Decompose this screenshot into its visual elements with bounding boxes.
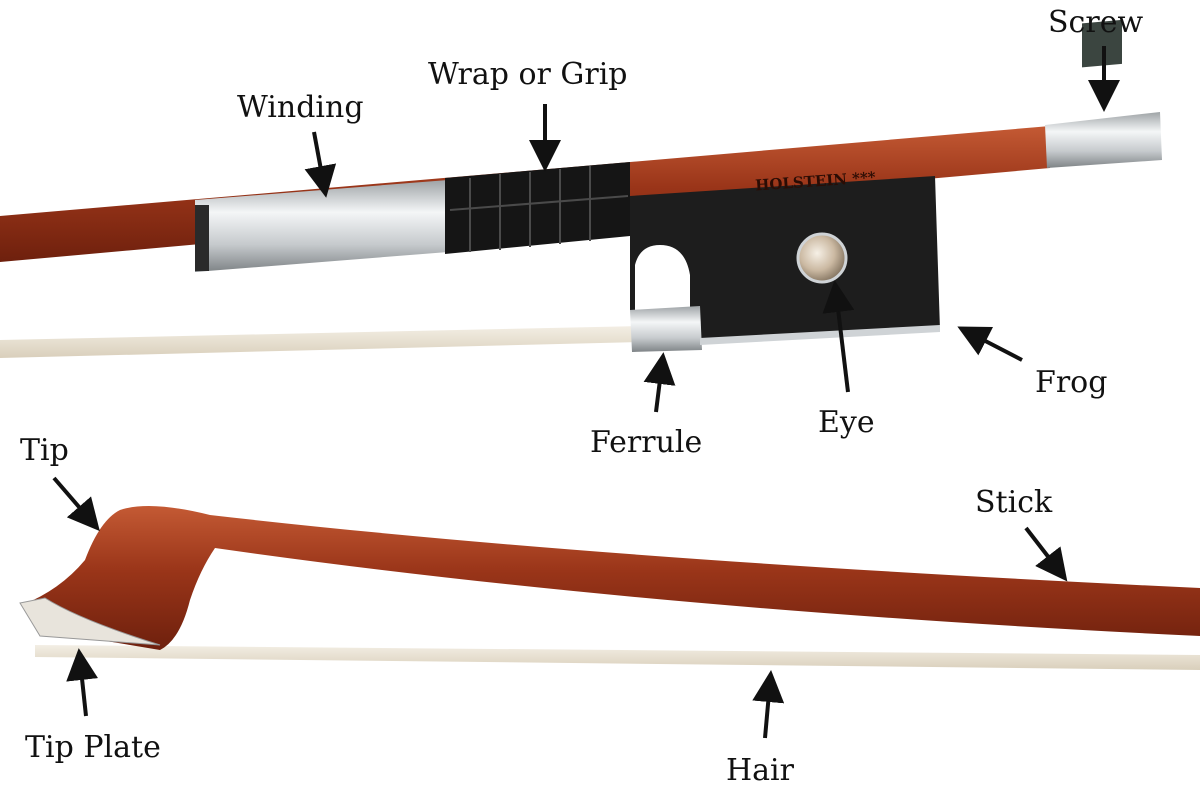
label-hair: Hair	[726, 670, 795, 788]
svg-text:Winding: Winding	[237, 90, 364, 125]
svg-text:Hair: Hair	[726, 753, 795, 788]
svg-text:Frog: Frog	[1035, 365, 1107, 400]
upper-bow-frog-end: HOLSTEIN ***	[0, 19, 1162, 358]
label-tip: Tip	[20, 433, 100, 532]
label-wrap-or-grip: Wrap or Grip	[428, 57, 628, 172]
grip-texture	[449, 166, 629, 252]
winding	[195, 180, 448, 272]
svg-text:Stick: Stick	[975, 485, 1053, 520]
lower-stick-and-head	[22, 506, 1200, 650]
label-ferrule: Ferrule	[590, 352, 702, 460]
svg-text:Tip: Tip	[20, 433, 69, 468]
screw	[1045, 112, 1162, 168]
screw-inlay	[1082, 19, 1122, 68]
lower-bow-tip-end	[19, 506, 1200, 670]
svg-text:Eye: Eye	[818, 405, 875, 440]
svg-text:Wrap or Grip: Wrap or Grip	[428, 57, 628, 92]
label-eye: Eye	[818, 280, 875, 440]
ferrule	[630, 306, 702, 352]
svg-text:Tip Plate: Tip Plate	[25, 730, 161, 765]
label-screw: Screw	[1048, 5, 1143, 112]
wrap-grip	[445, 162, 630, 254]
svg-text:Ferrule: Ferrule	[590, 425, 702, 460]
svg-text:Screw: Screw	[1048, 5, 1143, 40]
label-frog: Frog	[957, 326, 1107, 400]
tip-plate	[19, 597, 161, 646]
lower-hair	[35, 645, 1200, 670]
eye	[796, 232, 848, 284]
label-winding: Winding	[237, 90, 364, 198]
label-tip-plate: Tip Plate	[25, 648, 161, 765]
frog-slide-edge	[700, 325, 940, 345]
label-stick: Stick	[975, 485, 1068, 582]
frog	[630, 176, 940, 345]
upper-hair	[0, 326, 640, 358]
winding-collar	[195, 205, 209, 271]
